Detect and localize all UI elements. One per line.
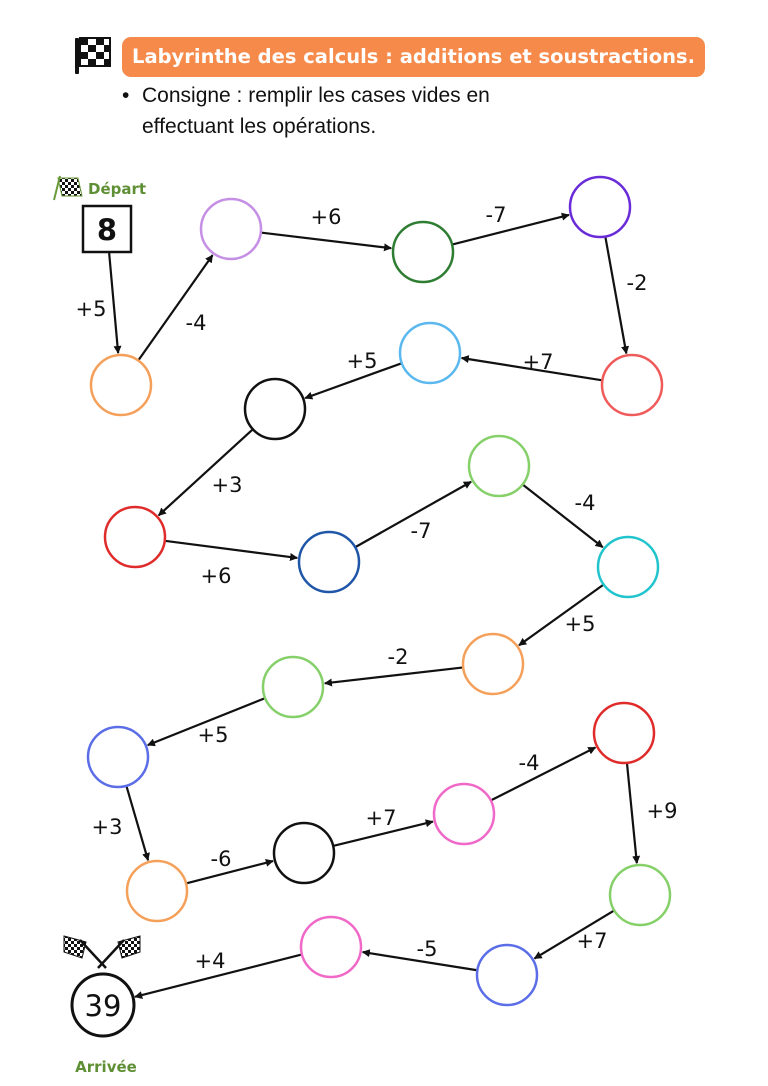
arrow-2 [137, 254, 214, 361]
arrow-19 [625, 763, 641, 864]
arrow-1 [108, 252, 122, 354]
arrow-14 [146, 697, 265, 747]
crossed-checkered-flags-icon [63, 935, 141, 969]
arrow-3 [261, 231, 393, 252]
finish-value: 39 [85, 989, 122, 1023]
step-label-9: +6 [201, 564, 232, 588]
answer-circle-7[interactable] [243, 377, 307, 441]
instruction-bullet: • [122, 84, 130, 107]
step-label-6: +7 [523, 350, 554, 374]
arrow-8 [157, 429, 253, 517]
answer-circle-21[interactable] [299, 915, 363, 979]
step-label-12: +5 [565, 612, 596, 636]
answer-circle-17[interactable] [432, 782, 496, 846]
finish-label: Arrivée [75, 1058, 137, 1076]
answer-circle-10[interactable] [467, 434, 531, 498]
step-label-20: +7 [577, 929, 608, 953]
circles-layer [86, 175, 672, 1007]
answer-circle-14[interactable] [86, 725, 150, 789]
arrow-4 [452, 212, 570, 246]
step-label-22: +4 [195, 949, 226, 973]
answer-circle-16[interactable] [272, 821, 336, 885]
start-value: 8 [97, 213, 117, 247]
arrow-17 [333, 819, 434, 847]
finish-circle [70, 972, 136, 1038]
answer-circle-15[interactable] [125, 859, 189, 923]
answer-circle-11[interactable] [596, 535, 660, 599]
start-flag-icon [53, 175, 83, 201]
arrows-layer [108, 212, 641, 999]
step-label-18: -4 [519, 751, 540, 775]
step-label-15: +3 [92, 815, 123, 839]
step-label-4: -7 [486, 203, 507, 227]
step-label-14: +5 [198, 723, 229, 747]
arrow-22 [134, 953, 302, 999]
arrow-6 [460, 355, 602, 382]
arrow-7 [304, 362, 402, 400]
step-label-5: -2 [627, 271, 648, 295]
step-label-13: -2 [388, 645, 409, 669]
step-label-11: -4 [575, 491, 596, 515]
answer-circle-2[interactable] [199, 197, 263, 261]
answer-circle-1[interactable] [89, 353, 153, 417]
instruction-line-1: Consigne : remplir les cases vides en [142, 84, 490, 107]
step-label-3: +6 [311, 205, 342, 229]
arrow-9 [165, 539, 299, 561]
step-label-1: +5 [76, 297, 107, 321]
step-label-7: +5 [347, 349, 378, 373]
step-label-17: +7 [366, 806, 397, 830]
answer-circle-19[interactable] [608, 863, 672, 927]
answer-circle-13[interactable] [261, 655, 325, 719]
title-banner: Labyrinthe des calculs : additions et so… [122, 37, 705, 77]
arrow-15 [125, 786, 150, 862]
arrow-16 [186, 858, 274, 885]
step-label-16: -6 [211, 847, 232, 871]
answer-circle-6[interactable] [398, 321, 462, 385]
start-label: Départ [88, 180, 146, 198]
step-label-10: -7 [411, 519, 432, 543]
start-box [81, 204, 133, 254]
arrow-12 [518, 584, 604, 647]
arrow-20 [533, 910, 615, 960]
answer-circle-18[interactable] [592, 701, 656, 765]
answer-circle-9[interactable] [297, 530, 361, 594]
answer-circle-8[interactable] [103, 505, 167, 569]
answer-circle-5[interactable] [600, 353, 664, 417]
arrow-18 [491, 746, 597, 801]
arrow-13 [323, 666, 463, 687]
arrow-21 [361, 949, 477, 972]
answer-circle-20[interactable] [475, 943, 539, 1007]
answer-circle-12[interactable] [461, 632, 525, 696]
step-label-21: -5 [417, 937, 438, 961]
answer-circle-4[interactable] [568, 175, 632, 239]
arrow-11 [522, 484, 604, 549]
labels-layer: +5 -4 +6 -7 -2 +7 +5 +3 +6 -7 -4 +5 -2 +5 +3 -6 +7 -4 +9 +7… [76, 203, 678, 973]
checkered-flag-icon [72, 36, 112, 76]
step-label-8: +3 [212, 473, 243, 497]
step-label-19: +9 [647, 799, 678, 823]
instruction-line-2: effectuant les opérations. [142, 115, 377, 138]
arrow-10 [355, 480, 472, 548]
arrow-5 [604, 237, 630, 355]
answer-circle-3[interactable] [391, 220, 455, 284]
step-label-2: -4 [186, 311, 207, 335]
